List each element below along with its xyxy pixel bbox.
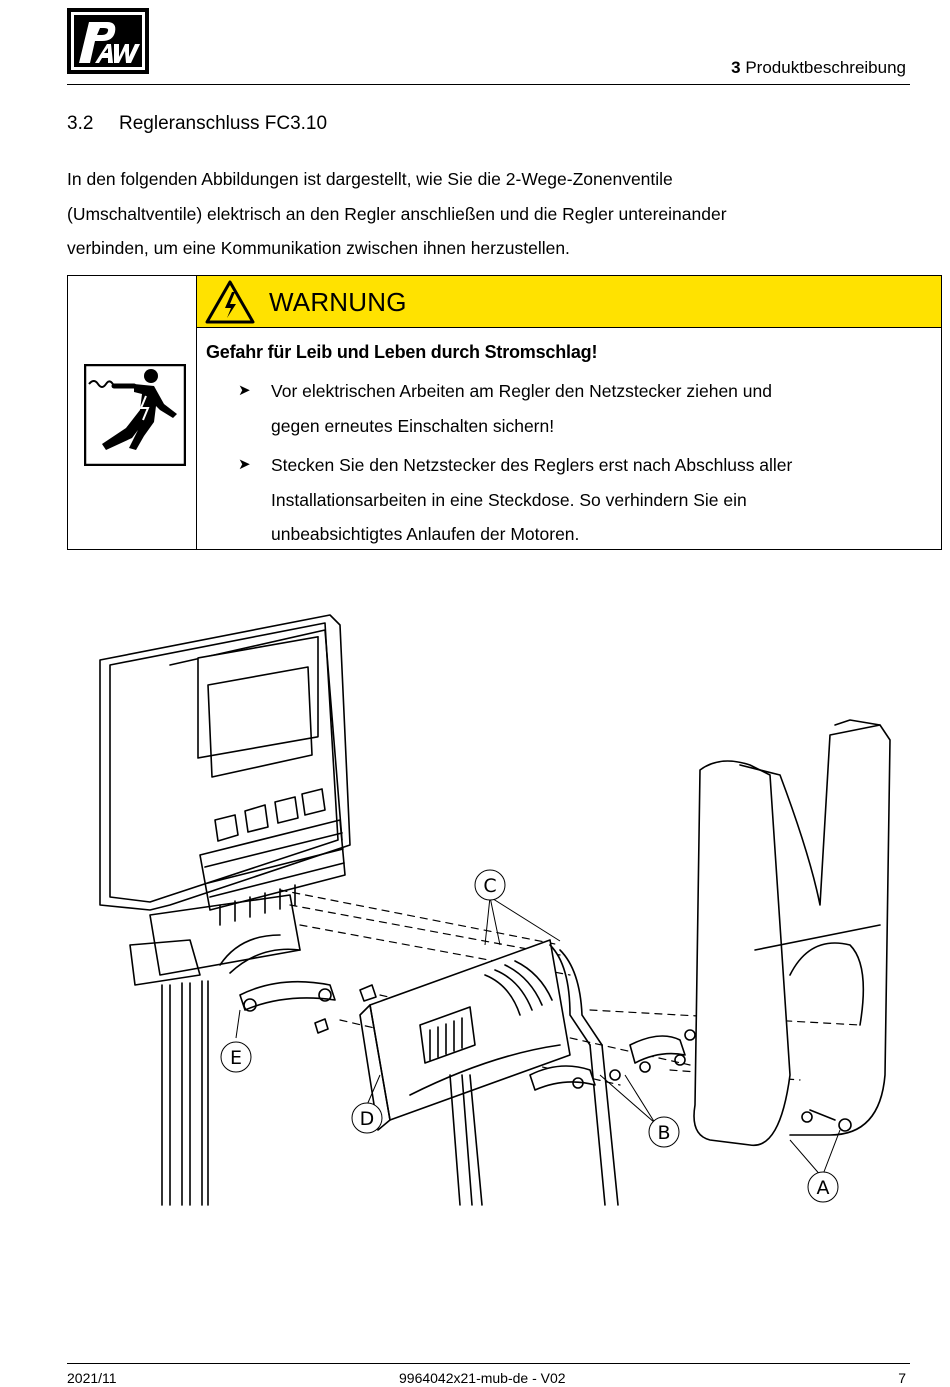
chapter-title: Produktbeschreibung	[745, 58, 906, 77]
chapter-number: 3	[731, 58, 741, 77]
header-divider	[67, 84, 910, 85]
warning-header: WARNUNG	[197, 276, 941, 328]
svg-text:C: C	[483, 875, 496, 897]
strain-relief-b	[629, 1035, 686, 1064]
arrowhead-bullet-icon: ➤	[238, 456, 251, 473]
warning-box: WARNUNG Gefahr für Leib und Leben durch …	[67, 275, 942, 550]
intro-line: verbinden, um eine Kommunikation zwische…	[67, 238, 570, 258]
svg-text:D: D	[360, 1108, 375, 1130]
footer-divider	[67, 1363, 910, 1364]
list-item-line: gegen erneutes Einschalten sichern!	[271, 415, 555, 436]
svg-text:A: A	[817, 1177, 830, 1199]
list-item: ➤ Vor elektrischen Arbeiten am Regler de…	[238, 374, 928, 443]
list-item: ➤ Stecken Sie den Netzstecker des Regler…	[238, 448, 928, 552]
list-item-line: Installationsarbeiten in eine Steckdose.…	[271, 489, 747, 510]
paw-logo	[67, 8, 149, 74]
high-voltage-warning-icon	[205, 280, 255, 324]
hazard-statement: Gefahr für Leib und Leben durch Stromsch…	[206, 342, 598, 362]
terminal-block	[199, 819, 346, 911]
arrowhead-bullet-icon: ➤	[238, 382, 251, 399]
svg-text:E: E	[230, 1047, 242, 1069]
callout-e: E	[220, 1041, 252, 1073]
list-item-line: Stecken Sie den Netzstecker des Reglers …	[271, 455, 793, 475]
svg-text:B: B	[657, 1122, 670, 1144]
callout-b: B	[648, 1116, 680, 1148]
intro-line: In den folgenden Abbildungen ist dargest…	[67, 169, 673, 189]
front-cover-a	[693, 760, 791, 1146]
strain-relief-e	[239, 980, 336, 1011]
callout-c: C	[474, 869, 506, 901]
electric-shock-icon	[84, 364, 186, 466]
page-number: 7	[898, 1370, 906, 1386]
footer-doc-id: 9964042x21-mub-de - V02	[399, 1370, 566, 1386]
base-module-d	[369, 939, 571, 1121]
list-item-line: Vor elektrischen Arbeiten am Regler den …	[271, 381, 772, 401]
controller-display	[197, 635, 319, 759]
controller-buttons	[214, 788, 326, 842]
strain-relief-b	[529, 1065, 596, 1091]
intro-paragraph: In den folgenden Abbildungen ist dargest…	[67, 162, 927, 266]
warning-label: WARNUNG	[269, 287, 407, 317]
section-heading: 3.2 Regleranschluss FC3.10	[67, 113, 327, 135]
cable	[161, 980, 209, 1206]
callout-a: A	[807, 1171, 839, 1203]
controller-assembly-drawing: C E D B A	[99, 614, 891, 1206]
section-title: Regleranschluss FC3.10	[119, 113, 328, 134]
callout-d: D	[351, 1102, 383, 1134]
section-number: 3.2	[67, 113, 94, 134]
footer-date: 2021/11	[67, 1370, 117, 1386]
callout-labels: C E D B A	[220, 869, 839, 1203]
warning-instructions: ➤ Vor elektrischen Arbeiten am Regler de…	[238, 374, 928, 557]
list-item-line: unbeabsichtigtes Anlaufen der Motoren.	[271, 524, 580, 544]
warning-icon-column	[68, 276, 197, 549]
running-header: 3 Produktbeschreibung	[731, 58, 906, 78]
intro-line: (Umschaltventile) elektrisch an den Regl…	[67, 203, 727, 224]
